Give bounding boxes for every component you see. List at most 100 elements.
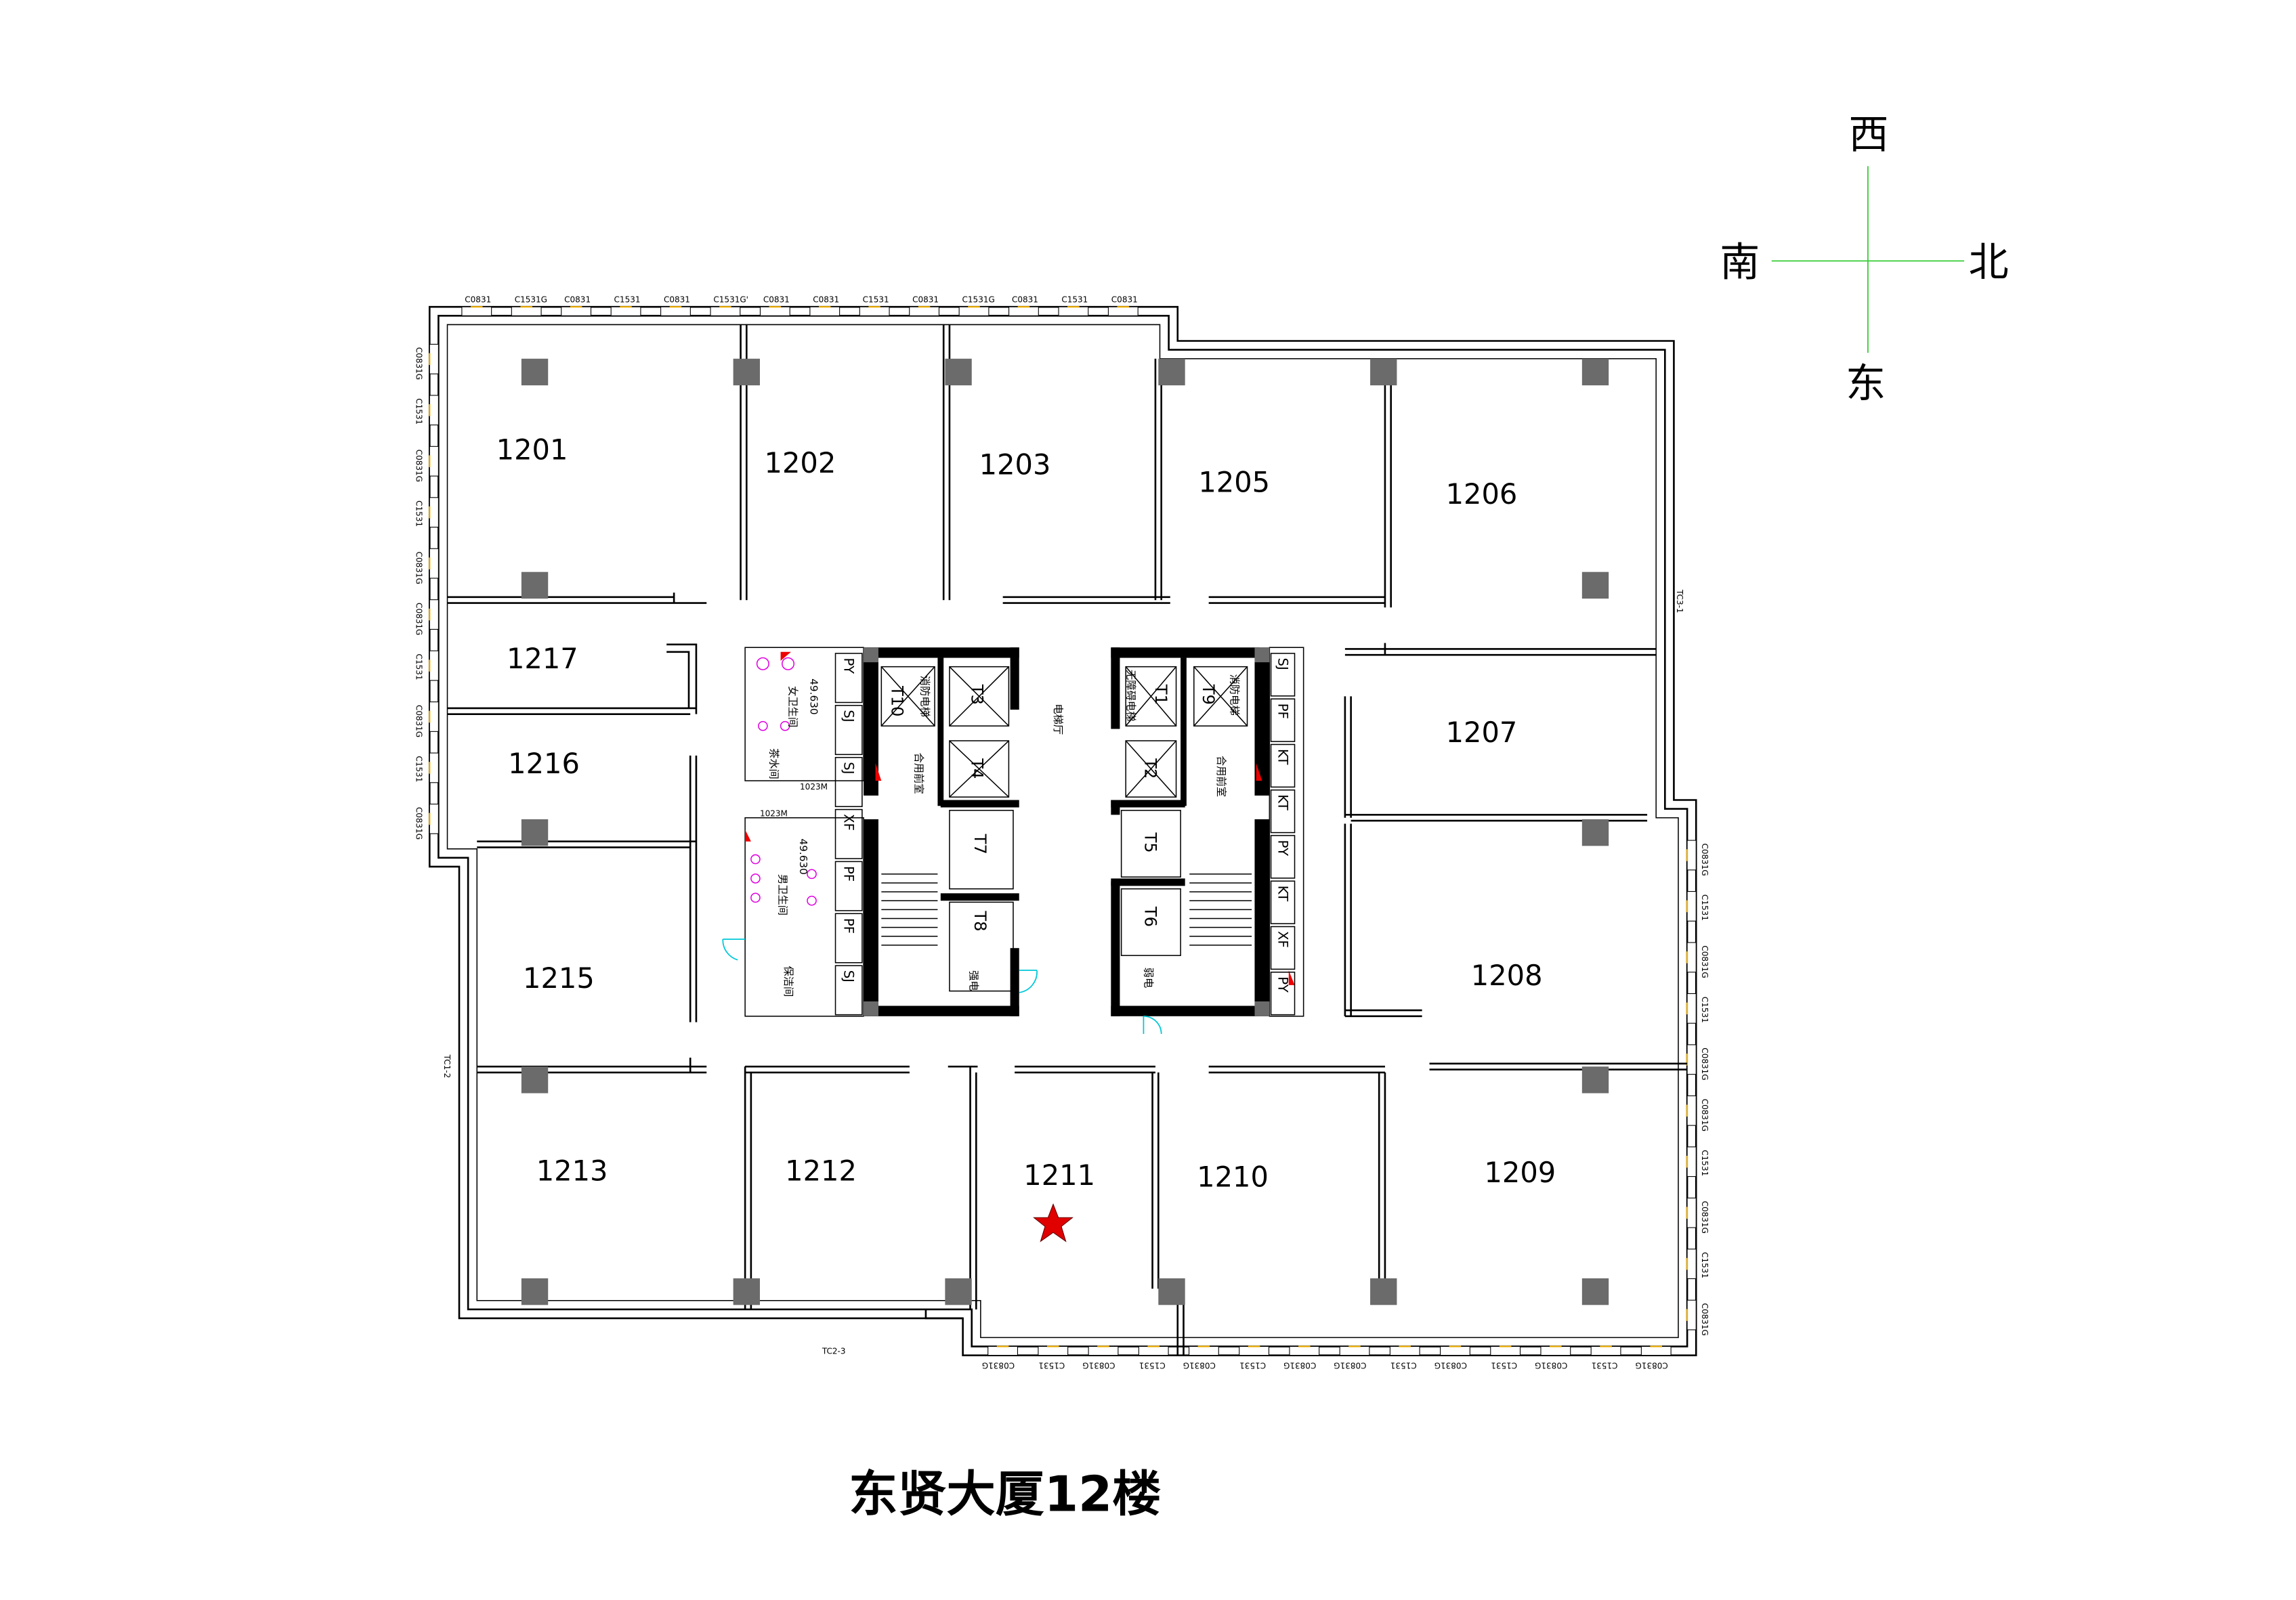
male-wc-label: 男卫生间: [776, 874, 788, 915]
window: [429, 752, 439, 783]
window-tag: C0831G: [1334, 1361, 1366, 1370]
window-tag: C0831G: [1700, 945, 1709, 978]
shaft: [834, 861, 863, 911]
core-right: 合用前室 弱电 消防电梯 无障碍电梯 T1 T9 T2 T5 T6 SJPFKT…: [1111, 647, 1304, 1035]
shaft: [1270, 743, 1296, 788]
window: [1686, 1095, 1697, 1126]
room-1208[interactable]: 1208: [1471, 959, 1543, 992]
window-tag: C1531: [1700, 894, 1709, 921]
shaft-label: PF: [1275, 704, 1290, 719]
window-tag: C0831: [664, 295, 690, 305]
window: [1590, 1345, 1621, 1356]
window-tag: C0831G: [1434, 1361, 1467, 1370]
tea-room-label: 茶水间: [767, 748, 780, 779]
window: [1540, 1345, 1571, 1356]
shaft-label: PF: [841, 866, 857, 882]
window: [429, 650, 439, 681]
window-tag: C1531: [414, 398, 424, 425]
window-tag: C1531: [414, 756, 424, 782]
window-tag: C1531: [1700, 1150, 1709, 1176]
room-1212[interactable]: 1212: [785, 1154, 857, 1188]
room-1201[interactable]: 1201: [496, 433, 568, 466]
window: [759, 306, 790, 316]
window: [1038, 1345, 1069, 1356]
shaft-label: KT: [1275, 886, 1290, 902]
window: [1339, 1345, 1370, 1356]
window-tag: C0831G: [414, 603, 424, 635]
window: [1686, 840, 1697, 871]
window: [429, 548, 439, 579]
level-label: 49.630: [797, 838, 809, 875]
room-1210[interactable]: 1210: [1197, 1160, 1269, 1193]
window: [1289, 1345, 1320, 1356]
room-1216[interactable]: 1216: [508, 747, 580, 780]
window-tag: C0831: [1111, 295, 1138, 305]
window: [1008, 306, 1039, 316]
outer-walls: [428, 305, 1697, 1356]
wall-tag: TC2-3: [822, 1346, 846, 1356]
room-1207[interactable]: 1207: [1446, 716, 1518, 749]
window: [909, 306, 940, 316]
window: [429, 497, 439, 528]
front-room-label: 合用前室: [913, 753, 925, 794]
room-1202[interactable]: 1202: [765, 446, 836, 479]
cleaning-room-label: 保洁间: [782, 966, 794, 997]
window-tag: C1531: [1390, 1361, 1417, 1370]
shaft: [834, 913, 863, 964]
room-1213[interactable]: 1213: [536, 1154, 608, 1188]
fire-lift-label: 消防电梯: [1228, 674, 1240, 716]
room-1215[interactable]: 1215: [523, 961, 595, 995]
window: [1640, 1345, 1672, 1356]
window: [859, 306, 890, 316]
shaft: [834, 653, 863, 704]
window: [429, 343, 439, 374]
window: [1686, 993, 1697, 1024]
lift-hall-label: 电梯厅: [1052, 704, 1064, 735]
window: [1686, 1044, 1697, 1075]
window: [1686, 942, 1697, 973]
window-tag: C0831G: [1082, 1361, 1115, 1370]
window-tag: C0831G: [414, 552, 424, 584]
room-1217[interactable]: 1217: [507, 642, 578, 675]
compass-right: 北: [1969, 238, 2009, 285]
room-1209[interactable]: 1209: [1484, 1156, 1556, 1189]
window: [1490, 1345, 1521, 1356]
window-tag: C0831: [763, 295, 790, 305]
window-tag: C0831: [564, 295, 591, 305]
window-tag: C0831G: [414, 705, 424, 737]
room-1203[interactable]: 1203: [979, 448, 1051, 481]
window-tag: C1531: [863, 295, 889, 305]
window: [461, 306, 492, 316]
window: [1686, 1197, 1697, 1228]
room-1211[interactable]: 1211: [1023, 1159, 1095, 1192]
window-tag: C0831G: [1700, 843, 1709, 875]
shaft: [834, 756, 863, 807]
shaft: [1270, 880, 1296, 924]
lift-label: T3: [968, 684, 987, 705]
compass: 西 南 北 东: [1720, 111, 2008, 406]
room-1206[interactable]: 1206: [1446, 477, 1518, 511]
window-tag: C0831G: [414, 807, 424, 840]
window-tag: C1531: [614, 295, 641, 305]
left-windows: C0831GC1531C0831GC1531C0831GC0831GC1531C…: [414, 343, 439, 840]
lift-label: T6: [1141, 906, 1160, 927]
shaft-label: SJ: [1275, 658, 1290, 670]
window: [1058, 306, 1089, 316]
window: [429, 701, 439, 732]
right-windows: C0831GC1531C0831GC1531C0831GC0831GC1531C…: [1686, 840, 1709, 1336]
shaft-label: KT: [1275, 794, 1290, 810]
window-tag: C0831G: [1283, 1361, 1316, 1370]
window: [1686, 1299, 1697, 1331]
shaft: [1270, 835, 1296, 879]
shaft: [834, 808, 863, 859]
lift-label: T2: [1141, 758, 1160, 779]
window: [710, 306, 741, 316]
female-wc-label: 女卫生间: [787, 686, 799, 727]
room-1205[interactable]: 1205: [1198, 466, 1270, 499]
window-tag: C0831: [912, 295, 939, 305]
window: [1686, 1146, 1697, 1177]
strong-electric-label: 强电: [968, 970, 980, 991]
star-icon: [1033, 1203, 1074, 1242]
window: [1239, 1345, 1270, 1356]
